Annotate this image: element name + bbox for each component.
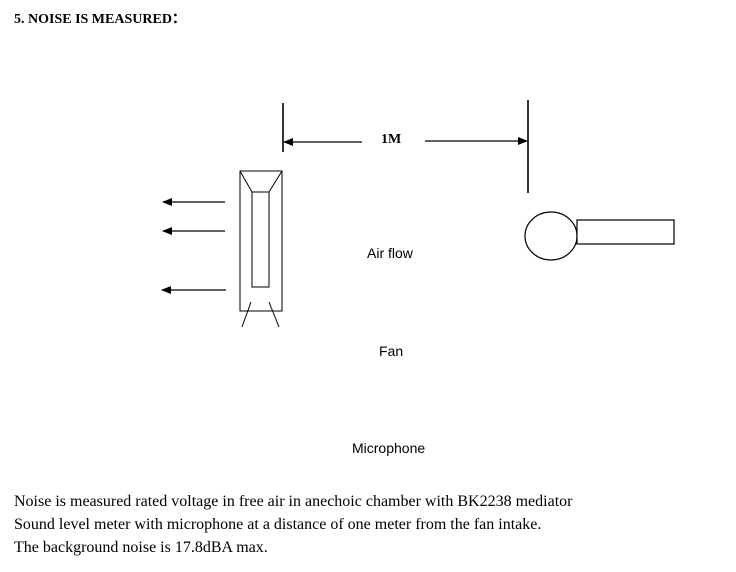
microphone-label: Microphone: [352, 440, 426, 456]
fan-shape: [239, 170, 283, 328]
measurement-description: Noise is measured rated voltage in free …: [14, 490, 572, 559]
description-line-2: Sound level meter with microphone at a d…: [14, 516, 542, 533]
microphone-shape: [524, 211, 675, 261]
airflow-label: Air flow: [367, 245, 413, 261]
description-line-1: Noise is measured rated voltage in free …: [14, 493, 573, 510]
fan-label: Fan: [379, 343, 404, 359]
description-line-3: The background noise is 17.8dBA max.: [14, 539, 268, 556]
section-heading: 5. NOISE IS MEASURED：: [14, 12, 186, 27]
distance-label: 1M: [381, 132, 402, 147]
